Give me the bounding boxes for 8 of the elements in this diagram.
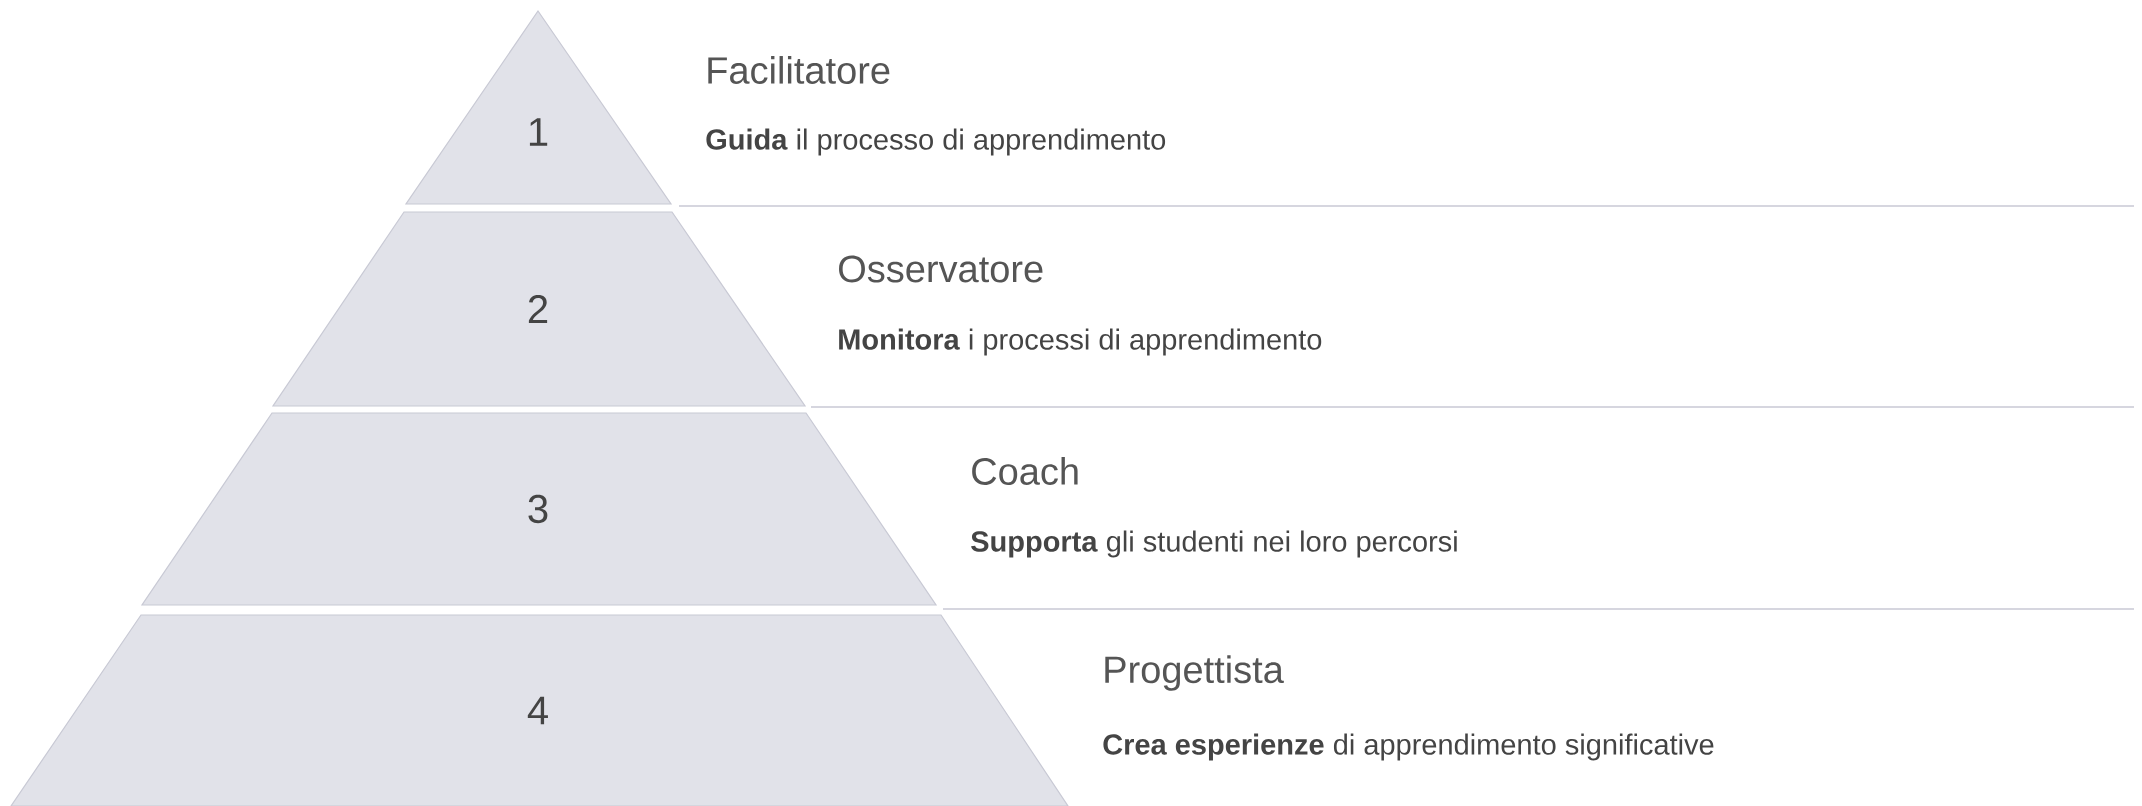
tier-description: Monitora i processi di apprendimento [839, 328, 1322, 356]
tier-title: Progettista [1105, 655, 1284, 691]
tier-description: Guida il processo di apprendimento [706, 128, 1166, 156]
tier-description: Supporta gli studenti nei loro percorsi [971, 530, 1457, 558]
tier-title: Facilitatore [708, 56, 890, 84]
tier-title: Osservatore [839, 255, 1043, 283]
tier-description: Crea esperienze di apprendimento significative [1103, 733, 1714, 761]
tier-title: Coach [972, 457, 1078, 485]
